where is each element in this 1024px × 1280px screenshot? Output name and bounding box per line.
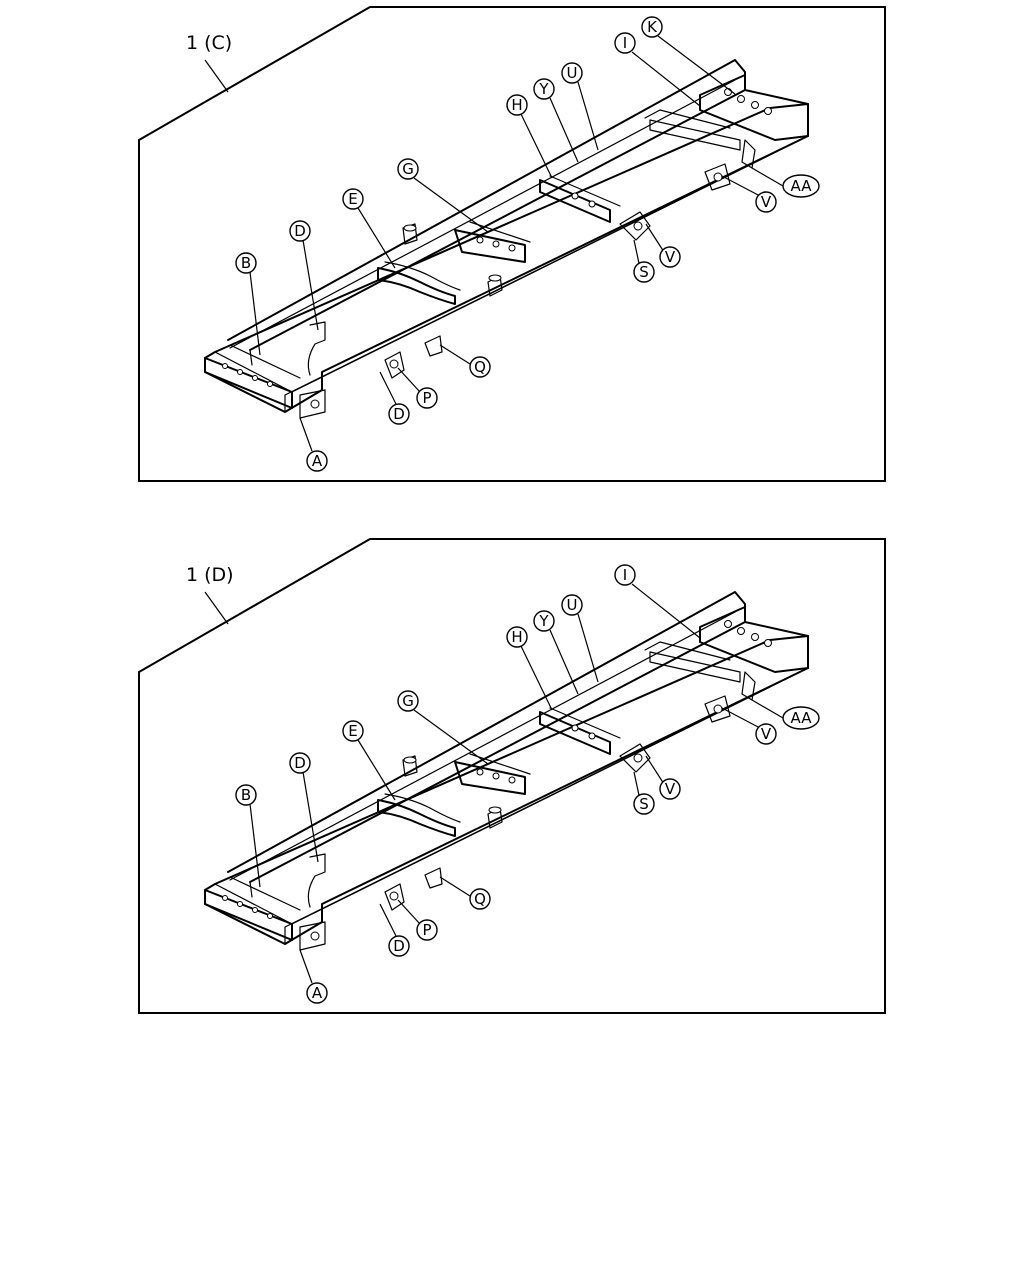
svg-text:B: B bbox=[241, 254, 251, 272]
callout-g: G bbox=[397, 690, 419, 712]
panel-1c: 1 (C) K I U Y H G E bbox=[138, 6, 886, 482]
callout-v-mid: V bbox=[659, 778, 681, 800]
svg-text:E: E bbox=[348, 722, 357, 740]
svg-text:G: G bbox=[402, 160, 414, 178]
callout-aa: AA bbox=[782, 174, 820, 198]
svg-text:A: A bbox=[312, 984, 323, 1002]
callout-u: U bbox=[561, 62, 583, 84]
callout-i: I bbox=[614, 32, 636, 54]
svg-text:I: I bbox=[623, 566, 627, 584]
svg-text:K: K bbox=[647, 18, 658, 36]
callout-d-lower: D bbox=[388, 403, 410, 425]
callout-b: B bbox=[235, 252, 257, 274]
callout-p: P bbox=[416, 387, 438, 409]
callout-s: S bbox=[633, 793, 655, 815]
callout-d-lower: D bbox=[388, 935, 410, 957]
svg-text:D: D bbox=[294, 754, 306, 772]
callout-g: G bbox=[397, 158, 419, 180]
callout-d-upper: D bbox=[289, 752, 311, 774]
svg-text:P: P bbox=[422, 921, 431, 939]
callout-h: H bbox=[506, 94, 528, 116]
svg-text:H: H bbox=[511, 96, 522, 114]
svg-text:AA: AA bbox=[791, 177, 813, 195]
callout-h: H bbox=[506, 626, 528, 648]
svg-text:Q: Q bbox=[474, 358, 486, 376]
svg-text:G: G bbox=[402, 692, 414, 710]
svg-text:V: V bbox=[665, 780, 676, 798]
svg-text:U: U bbox=[567, 64, 578, 82]
callout-e: E bbox=[342, 188, 364, 210]
callout-y: Y bbox=[533, 610, 555, 632]
svg-text:I: I bbox=[623, 34, 627, 52]
panel-title: 1 (D) bbox=[186, 564, 234, 586]
svg-text:V: V bbox=[761, 725, 772, 743]
svg-text:V: V bbox=[761, 193, 772, 211]
svg-text:B: B bbox=[241, 786, 251, 804]
svg-text:D: D bbox=[393, 405, 405, 423]
svg-text:Y: Y bbox=[538, 80, 549, 98]
callout-v-rear: V bbox=[755, 723, 777, 745]
svg-text:Y: Y bbox=[538, 612, 549, 630]
svg-text:V: V bbox=[665, 248, 676, 266]
callout-leaders bbox=[249, 35, 784, 452]
callout-v-mid: V bbox=[659, 246, 681, 268]
svg-text:P: P bbox=[422, 389, 431, 407]
svg-text:U: U bbox=[567, 596, 578, 614]
callout-e: E bbox=[342, 720, 364, 742]
callout-k: K bbox=[641, 16, 663, 38]
callout-q: Q bbox=[469, 888, 491, 910]
callout-a: A bbox=[306, 982, 328, 1004]
callout-u: U bbox=[561, 594, 583, 616]
svg-text:D: D bbox=[294, 222, 306, 240]
svg-text:A: A bbox=[312, 452, 323, 470]
panel-title: 1 (C) bbox=[186, 32, 232, 54]
callout-a: A bbox=[306, 450, 328, 472]
callout-y: Y bbox=[533, 78, 555, 100]
callout-b: B bbox=[235, 784, 257, 806]
callout-i: I bbox=[614, 564, 636, 586]
svg-text:S: S bbox=[639, 263, 649, 281]
svg-text:H: H bbox=[511, 628, 522, 646]
title-leader-line bbox=[204, 59, 229, 93]
svg-text:Q: Q bbox=[474, 890, 486, 908]
panel-frame bbox=[138, 538, 886, 1014]
title-leader-line bbox=[204, 591, 229, 625]
svg-text:E: E bbox=[348, 190, 357, 208]
callout-s: S bbox=[633, 261, 655, 283]
callout-q: Q bbox=[469, 356, 491, 378]
svg-text:D: D bbox=[393, 937, 405, 955]
callout-leaders bbox=[249, 583, 784, 984]
callout-d-upper: D bbox=[289, 220, 311, 242]
svg-text:S: S bbox=[639, 795, 649, 813]
svg-text:AA: AA bbox=[791, 709, 813, 727]
callout-p: P bbox=[416, 919, 438, 941]
callout-v-rear: V bbox=[755, 191, 777, 213]
callout-aa: AA bbox=[782, 706, 820, 730]
panel-1d: 1 (D) I U Y H G E D B AA V bbox=[138, 538, 886, 1014]
panel-frame bbox=[138, 6, 886, 482]
